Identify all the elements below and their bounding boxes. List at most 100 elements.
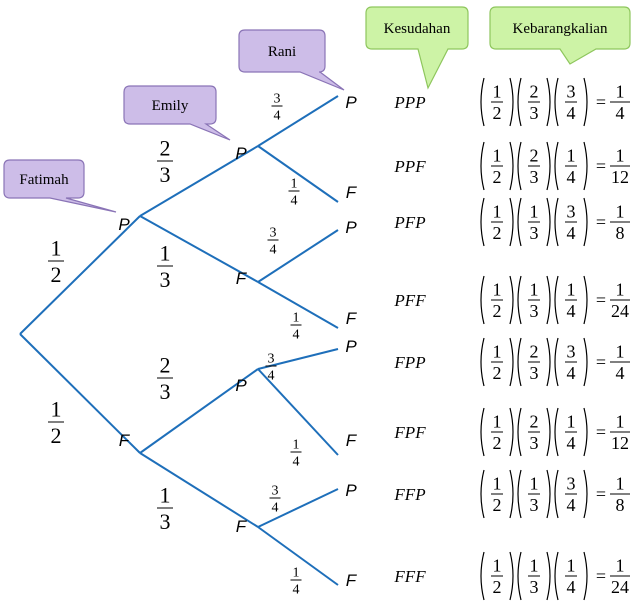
factor-4-0-denominator: 2 [493, 363, 502, 383]
prob-l3-2-numerator: 3 [270, 226, 277, 241]
prob-l3-6-numerator: 3 [272, 484, 279, 499]
equals-sign-5: = [596, 422, 606, 442]
callout-rani-box [238, 29, 345, 91]
result-5-denominator: 12 [611, 433, 629, 453]
factor-3-1: 13 [528, 280, 540, 321]
prob-l3-1: 14 [288, 177, 300, 208]
equals-sign-0: = [596, 92, 606, 112]
factor-7-0-denominator: 2 [493, 577, 502, 597]
prob-l2-1: 13 [157, 241, 173, 292]
prob-l3-6-denominator: 4 [272, 500, 279, 515]
equals-sign-3: = [596, 290, 606, 310]
paren-open-4-0 [480, 337, 485, 387]
factor-7-2: 14 [565, 556, 577, 597]
prob-l3-4-denominator: 4 [268, 368, 275, 383]
factor-2-0-denominator: 2 [493, 223, 502, 243]
equals-sign-4: = [596, 352, 606, 372]
paren-close-4-2 [583, 337, 588, 387]
prob-l1-0-denominator: 2 [51, 262, 62, 287]
paren-open-3-2 [554, 275, 559, 325]
branch-l3-0 [257, 95, 339, 147]
paren-close-1-0 [509, 141, 514, 191]
factor-1-2: 14 [565, 146, 577, 187]
node-l3-7: F [346, 571, 358, 590]
prob-l2-2-denominator: 3 [160, 379, 171, 404]
node-l2-3: F [236, 517, 248, 536]
node-l3-0: P [345, 93, 357, 112]
prob-l3-1-denominator: 4 [291, 193, 298, 208]
factor-0-2: 34 [565, 82, 577, 123]
paren-close-4-1 [546, 337, 551, 387]
factor-0-2-numerator: 3 [567, 82, 576, 102]
equals-sign-1: = [596, 156, 606, 176]
factor-0-0-numerator: 1 [493, 82, 502, 102]
factor-0-0: 12 [491, 82, 503, 123]
paren-close-2-0 [509, 197, 514, 247]
factor-4-1-numerator: 2 [530, 342, 539, 362]
factor-4-2-numerator: 3 [567, 342, 576, 362]
factor-6-0-numerator: 1 [493, 474, 502, 494]
result-7-numerator: 1 [616, 556, 625, 576]
factor-7-1-denominator: 3 [530, 577, 539, 597]
factor-2-1-denominator: 3 [530, 223, 539, 243]
paren-close-2-1 [546, 197, 551, 247]
paren-open-2-2 [554, 197, 559, 247]
outcome-label-1: PPF [393, 157, 426, 176]
factor-2-0: 12 [491, 202, 503, 243]
branch-l1-1 [19, 333, 141, 454]
result-2-numerator: 1 [616, 202, 625, 222]
node-l1-0: P [118, 215, 130, 234]
paren-close-3-1 [546, 275, 551, 325]
node-l3-4: P [345, 337, 357, 356]
prob-l3-3-denominator: 4 [293, 327, 300, 342]
node-l3-3: F [346, 309, 358, 328]
factor-4-2-denominator: 4 [567, 363, 576, 383]
factor-5-1-denominator: 3 [530, 433, 539, 453]
prob-l3-0-denominator: 4 [274, 108, 281, 123]
prob-l3-7-numerator: 1 [293, 566, 300, 581]
paren-open-5-2 [554, 407, 559, 457]
factor-7-2-numerator: 1 [567, 556, 576, 576]
factor-0-0-denominator: 2 [493, 103, 502, 123]
factor-3-1-numerator: 1 [530, 280, 539, 300]
factor-7-1-numerator: 1 [530, 556, 539, 576]
branch-l3-2 [257, 229, 339, 283]
result-4-denominator: 4 [616, 363, 625, 383]
node-l1-1: F [119, 431, 131, 450]
paren-open-1-2 [554, 141, 559, 191]
paren-open-7-2 [554, 551, 559, 601]
callout-kebarangkalian-label: Kebarangkalian [513, 21, 608, 37]
node-l3-1: F [346, 183, 358, 202]
prob-l2-2: 23 [157, 353, 173, 404]
paren-open-1-0 [480, 141, 485, 191]
paren-open-6-0 [480, 469, 485, 519]
callout-kesudahan-box [365, 6, 469, 90]
equals-sign-2: = [596, 212, 606, 232]
paren-open-0-1 [517, 77, 522, 127]
prob-l2-0-denominator: 3 [160, 162, 171, 187]
callout-fatimah-box [3, 159, 117, 213]
factor-0-1-denominator: 3 [530, 103, 539, 123]
factor-5-0: 12 [491, 412, 503, 453]
outcome-label-0: PPP [393, 93, 425, 112]
factor-1-2-denominator: 4 [567, 167, 576, 187]
paren-close-3-2 [583, 275, 588, 325]
prob-l3-4-numerator: 3 [268, 352, 275, 367]
node-l2-0: P [235, 144, 247, 163]
factor-2-2: 34 [565, 202, 577, 243]
factor-7-0: 12 [491, 556, 503, 597]
outcome-label-2: PFP [393, 213, 425, 232]
prob-l2-1-numerator: 1 [160, 241, 171, 266]
factor-0-1: 23 [528, 82, 540, 123]
result-3-denominator: 24 [611, 301, 629, 321]
paren-close-0-2 [583, 77, 588, 127]
prob-l2-0: 23 [157, 136, 173, 187]
callout-rani-label: Rani [268, 44, 296, 60]
outcome-label-4: FPP [393, 353, 425, 372]
prob-l3-0: 34 [271, 92, 283, 123]
result-5-numerator: 1 [616, 412, 625, 432]
result-5: 112 [610, 412, 630, 453]
result-3: 124 [610, 280, 630, 321]
result-6-numerator: 1 [616, 474, 625, 494]
